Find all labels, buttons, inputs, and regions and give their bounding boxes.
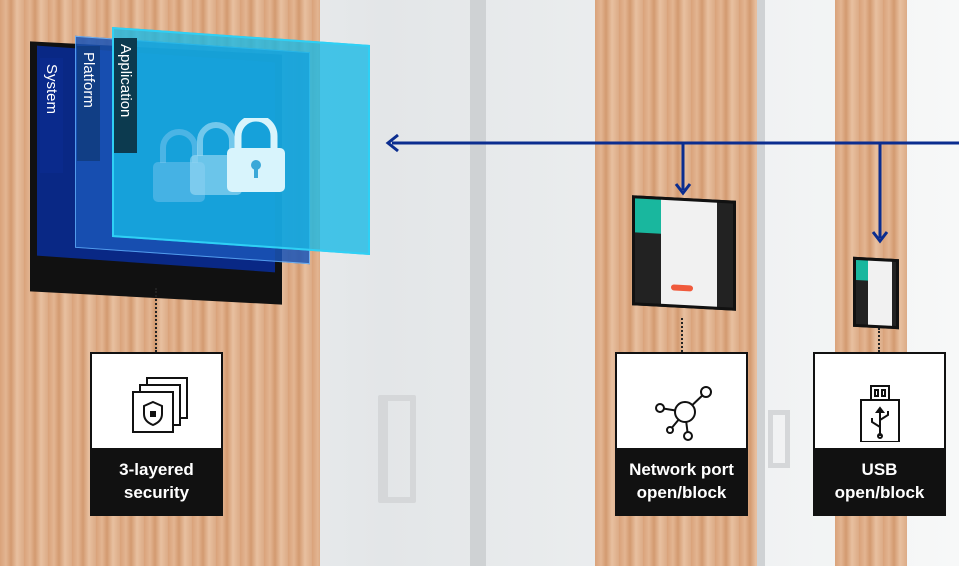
feature-subtitle: open/block [636, 483, 727, 502]
feature-network-port: Network port open/block [615, 352, 748, 516]
connector-line [155, 288, 157, 352]
feature-title: 3-layered [119, 460, 194, 479]
system-tab: System [40, 58, 63, 173]
connector-line [878, 328, 880, 352]
door-handle [768, 410, 790, 468]
shield-layers-icon [132, 377, 188, 433]
feature-title: USB [861, 460, 898, 479]
application-tab: Application [114, 38, 137, 153]
glass-frame [755, 0, 765, 566]
network-icon [655, 386, 712, 441]
feature-usb: USB open/block [813, 352, 946, 516]
feature-3-layered-security: 3-layered security [90, 352, 223, 516]
feature-title: Network port [629, 460, 734, 479]
platform-tab: Platform [77, 46, 100, 161]
usb-icon [860, 385, 900, 442]
lock-icons [153, 118, 285, 202]
feature-subtitle: security [123, 483, 190, 502]
feature-subtitle: open/block [834, 483, 925, 502]
door-handle [378, 395, 416, 503]
connector-line [681, 318, 683, 352]
